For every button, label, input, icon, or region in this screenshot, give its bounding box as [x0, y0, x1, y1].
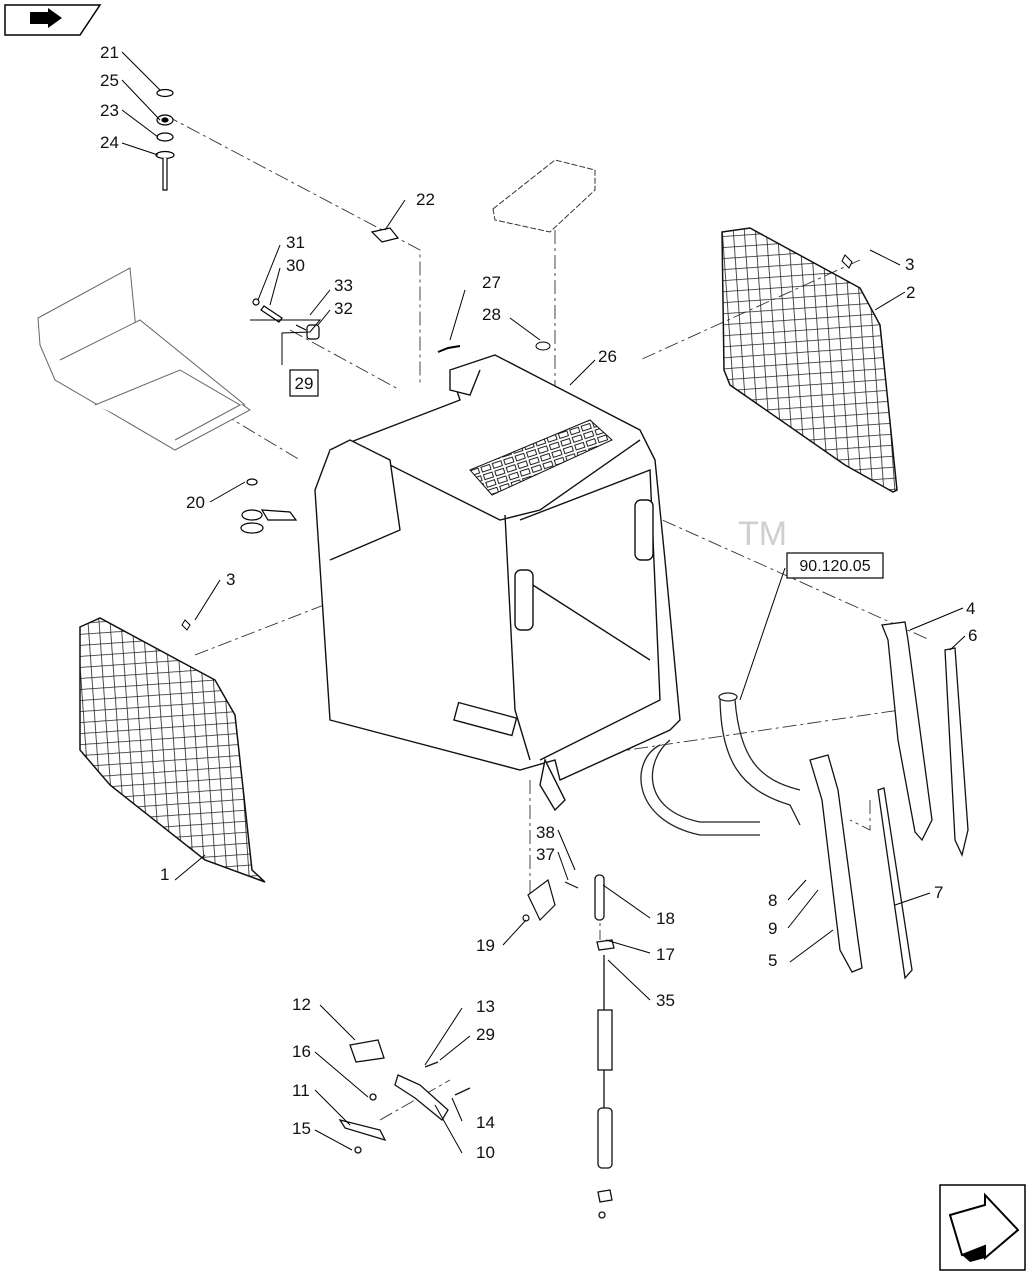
- callout-p1[interactable]: 1: [160, 865, 169, 884]
- nut-28: [535, 341, 551, 351]
- link-arms: [338, 1039, 471, 1154]
- callout-p16[interactable]: 16: [292, 1042, 311, 1061]
- callout-p5[interactable]: 5: [768, 951, 777, 970]
- callout-p29a[interactable]: 29: [295, 374, 314, 393]
- callout-labels: 1 2 3 3 4 6 5 7 8 9 10 11 12 13 14 15 16…: [100, 43, 977, 1162]
- callout-p27[interactable]: 27: [482, 273, 501, 292]
- callout-p3a[interactable]: 3: [905, 255, 914, 274]
- callout-p22[interactable]: 22: [416, 190, 435, 209]
- watermark: TM: [738, 515, 787, 553]
- callout-p28[interactable]: 28: [482, 305, 501, 324]
- callout-p4[interactable]: 4: [966, 599, 975, 618]
- floor-plate: [37, 267, 251, 451]
- callout-p11[interactable]: 11: [292, 1081, 310, 1100]
- gas-strut-35: [594, 874, 615, 1219]
- callout-p17[interactable]: 17: [656, 945, 675, 964]
- bushing-32-33: [295, 324, 320, 340]
- callout-p12[interactable]: 12: [292, 995, 311, 1014]
- callout-p21[interactable]: 21: [100, 43, 119, 62]
- callout-p8[interactable]: 8: [768, 891, 777, 910]
- callout-p19[interactable]: 19: [476, 936, 495, 955]
- callout-p23[interactable]: 23: [100, 101, 119, 120]
- next-page-arrow-icon[interactable]: [939, 1184, 1026, 1271]
- callout-p10[interactable]: 10: [476, 1143, 495, 1162]
- reference-box[interactable]: 90.120.05: [739, 552, 884, 701]
- callout-p24[interactable]: 24: [100, 133, 119, 152]
- roof-grate: [469, 419, 613, 496]
- mesh-screen-1: [79, 617, 266, 883]
- callout-p31[interactable]: 31: [286, 233, 305, 252]
- clip-3-left: [181, 619, 191, 631]
- callout-p7[interactable]: 7: [934, 883, 943, 902]
- bracket-22: [370, 227, 400, 243]
- cab-frame: [314, 354, 681, 812]
- callout-p18[interactable]: 18: [656, 909, 675, 928]
- isolator-mount-20: [240, 478, 298, 534]
- callout-p9[interactable]: 9: [768, 919, 777, 938]
- callout-p32[interactable]: 32: [334, 299, 353, 318]
- callout-p29b[interactable]: 29: [476, 1025, 495, 1044]
- callout-p2[interactable]: 2: [906, 283, 915, 302]
- bolt-27: [437, 345, 461, 353]
- callout-p30[interactable]: 30: [286, 256, 305, 275]
- callout-p14[interactable]: 14: [476, 1113, 495, 1132]
- callout-p38[interactable]: 38: [536, 823, 555, 842]
- book-arrow-icon[interactable]: [4, 4, 102, 36]
- callout-leaders: [121, 51, 966, 1154]
- callout-p3b[interactable]: 3: [226, 570, 235, 589]
- bracket-29: [250, 319, 322, 365]
- bracket-37-38: [522, 878, 579, 922]
- callout-p6[interactable]: 6: [968, 626, 977, 645]
- hose-assembly: [640, 692, 801, 836]
- callout-p25[interactable]: 25: [100, 71, 119, 90]
- callout-p13[interactable]: 13: [476, 997, 495, 1016]
- callout-p20[interactable]: 20: [186, 493, 205, 512]
- side-trims: [809, 621, 969, 980]
- pin-30-31: [252, 298, 283, 323]
- roof-panel: [492, 159, 596, 233]
- callout-box-29[interactable]: 29: [289, 369, 319, 397]
- callout-p37[interactable]: 37: [536, 845, 555, 864]
- callout-p15[interactable]: 15: [292, 1119, 311, 1138]
- svg-text:90.120.05: 90.120.05: [799, 558, 870, 575]
- clip-3-right: [841, 254, 853, 269]
- callout-p35[interactable]: 35: [656, 991, 675, 1010]
- hardware-stack-upper: [155, 88, 175, 191]
- callout-p26[interactable]: 26: [598, 347, 617, 366]
- callout-p33[interactable]: 33: [334, 276, 353, 295]
- mesh-screen-2: [721, 227, 898, 493]
